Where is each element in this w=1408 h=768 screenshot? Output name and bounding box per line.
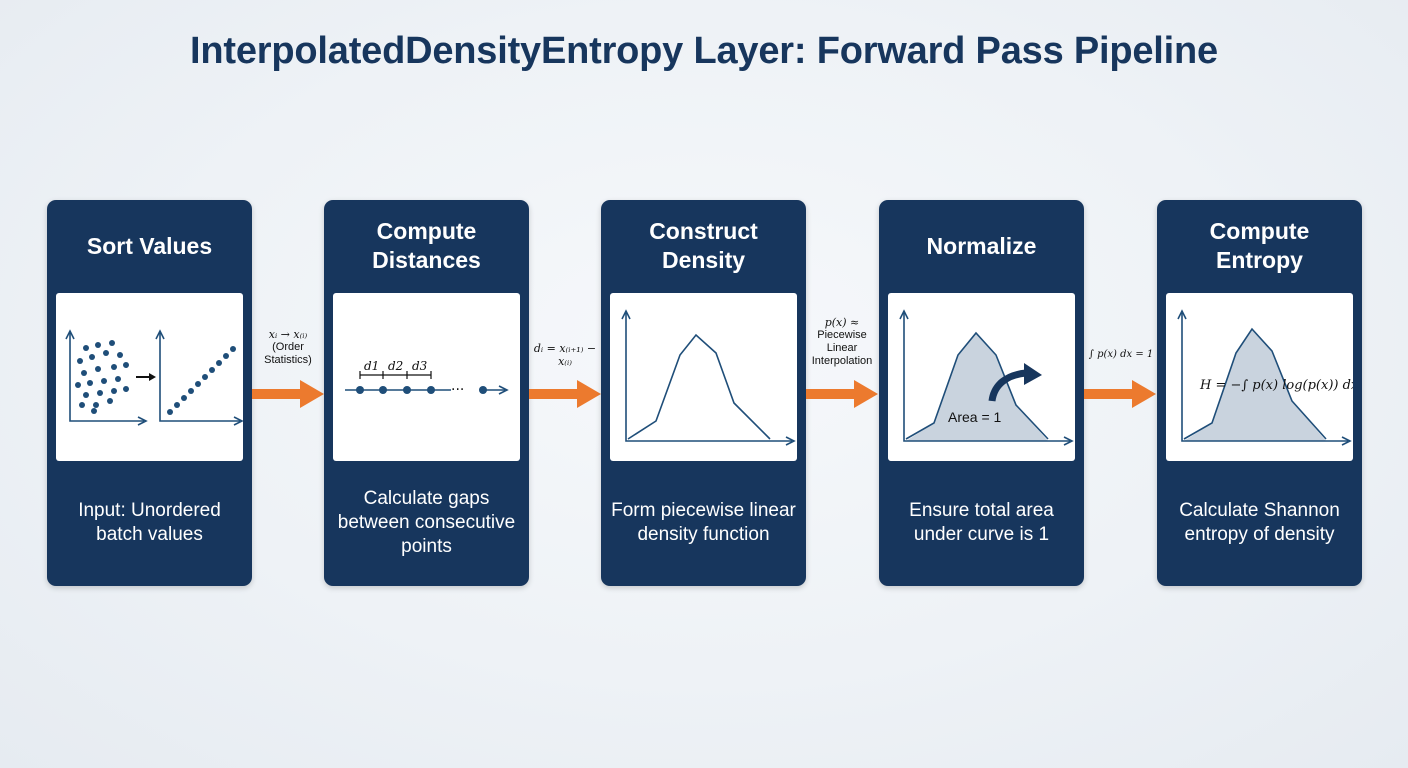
entropy-formula: H = −∫ p(x) log(p(x)) dx xyxy=(1199,378,1353,393)
ellipsis: ··· xyxy=(451,382,464,398)
entropy-illustration: H = −∫ p(x) log(p(x)) dx xyxy=(1177,309,1353,446)
step-description: Form piecewise linear density function xyxy=(611,500,796,545)
transition-formula: dᵢ = x₍ᵢ₊₁₎ − x₍ᵢ₎ xyxy=(533,342,597,368)
gap-label-d3: d3 xyxy=(412,359,428,373)
flow-arrow xyxy=(1084,380,1156,408)
gap-label-d2: d2 xyxy=(388,359,403,373)
step-illustration-panel: H = −∫ p(x) log(p(x)) dx xyxy=(1166,293,1353,461)
step-description: Ensure total area under curve is 1 xyxy=(909,500,1054,545)
step-title: Compute Distances xyxy=(372,218,481,273)
transition-formula: xᵢ → x₍ᵢ₎ xyxy=(268,328,308,341)
step-illustration-panel: d1 d2 d3 ··· xyxy=(333,293,520,461)
gap-label-d1: d1 xyxy=(364,359,379,373)
sort-scatter-illustration xyxy=(65,329,243,426)
step-illustration-panel xyxy=(610,293,797,461)
area-label: Area = 1 xyxy=(948,409,1002,425)
step-description: Calculate gaps between consecutive point… xyxy=(337,488,516,557)
flow-arrow xyxy=(529,380,601,408)
step-card-compute-entropy: Compute Entropy H = −∫ p(x) log(p(x)) dx… xyxy=(1157,200,1362,586)
step-card-sort-values: Sort Values xyxy=(47,200,252,586)
step-title: Sort Values xyxy=(86,232,213,259)
density-curve-illustration xyxy=(621,309,796,446)
step-card-compute-distances: Compute Distances d1 d2 d3 ··· Calculate… xyxy=(324,200,529,586)
normalized-area-illustration: Area = 1 xyxy=(899,309,1074,446)
transition-formula: ∫ p(x) dx = 1 xyxy=(1088,349,1154,360)
step-description: Calculate Shannon entropy of density xyxy=(1179,500,1340,545)
step-title: Normalize xyxy=(926,232,1037,259)
flow-arrow xyxy=(252,380,324,408)
transition-note: (Order Statistics) xyxy=(264,341,312,366)
step-description: Input: Unordered batch values xyxy=(78,500,221,545)
flow-arrow xyxy=(806,380,878,408)
transition-note: Piecewise Linear Interpolation xyxy=(811,329,873,367)
transition-formula: p(x) ≈ xyxy=(824,316,860,329)
step-illustration-panel: Area = 1 xyxy=(888,293,1075,461)
step-title: Compute Entropy xyxy=(1209,218,1310,273)
step-illustration-panel xyxy=(56,293,243,461)
page-title: InterpolatedDensityEntropy Layer: Forwar… xyxy=(190,30,1218,72)
step-card-normalize: Normalize Area = 1 Ensure total area und… xyxy=(879,200,1084,586)
step-title: Construct Density xyxy=(649,218,758,273)
step-card-construct-density: Construct Density Form piecewise linear … xyxy=(601,200,806,586)
gap-line-illustration: d1 d2 d3 ··· xyxy=(345,359,509,398)
